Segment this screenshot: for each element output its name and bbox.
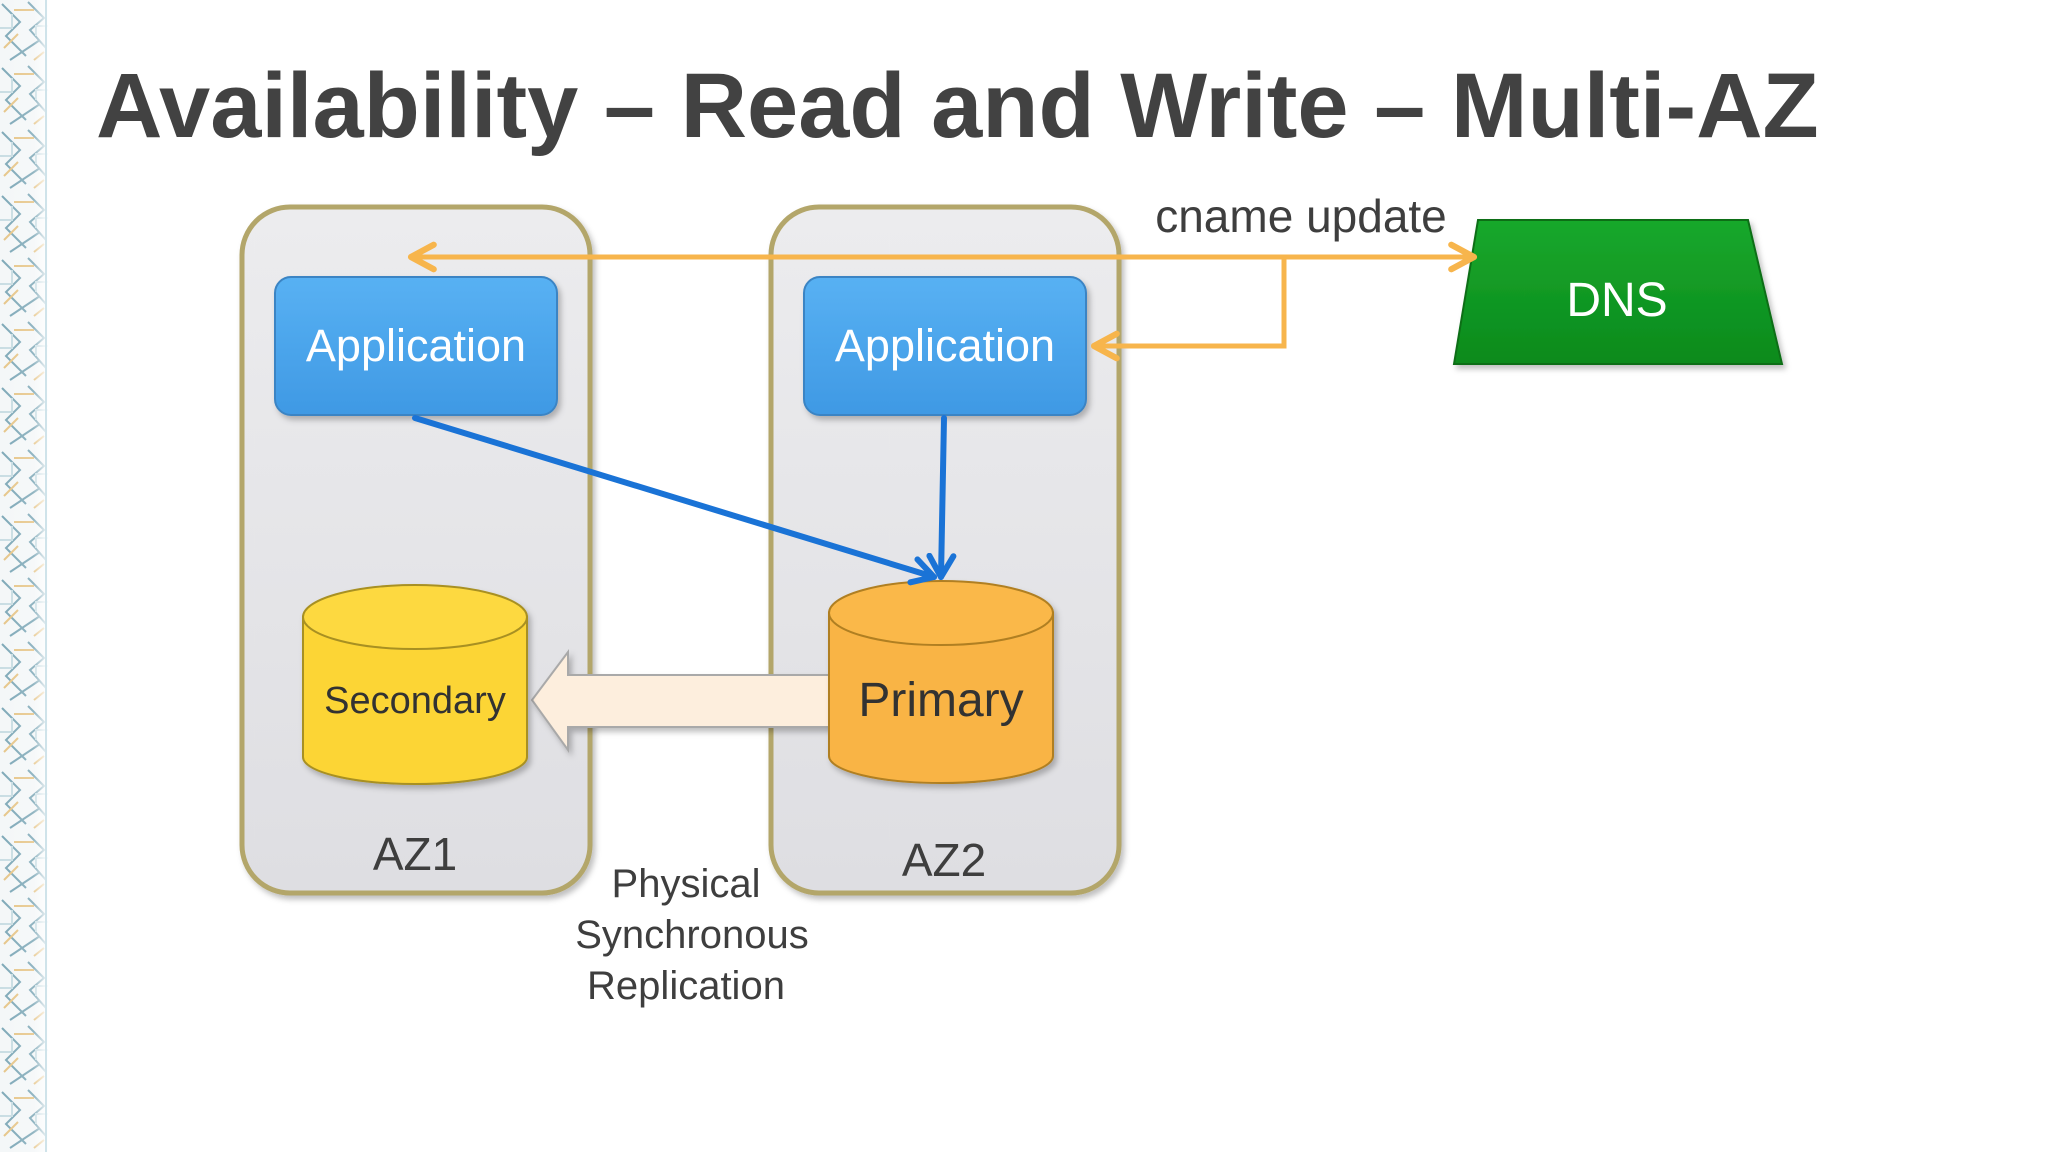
replication-arrow [530, 649, 831, 754]
write-arrow-az1-to-primary [412, 415, 937, 586]
secondary-database: Secondary [302, 584, 528, 785]
secondary-database-label: Secondary [324, 680, 506, 722]
cname-update-label: cname update [1155, 190, 1447, 242]
replication-label-line-3: Replication [587, 964, 785, 1008]
cname-update-arrows [407, 241, 1478, 362]
page-title: Availability – Read and Write – Multi-AZ [96, 55, 1819, 157]
application-node-az2: Application [803, 276, 1087, 416]
replication-label: Physical Synchronous Replication [575, 862, 808, 1008]
dns-node: DNS [1452, 219, 1784, 365]
write-arrow-az2-to-primary [926, 415, 957, 580]
zone-label-az2: AZ2 [902, 834, 986, 886]
replication-label-line-2: Synchronous [575, 913, 808, 957]
decorative-border-strip [0, 0, 48, 1152]
application-node-az1: Application [274, 276, 558, 416]
primary-database: Primary [828, 580, 1054, 784]
replication-label-line-1: Physical [612, 862, 761, 906]
application-label-az1: Application [306, 320, 526, 371]
primary-database-label: Primary [858, 674, 1023, 727]
cname-arrow-to-app-az2 [1090, 257, 1287, 362]
write-arrows [412, 415, 957, 586]
dns-label: DNS [1566, 274, 1667, 327]
zone-label-az1: AZ1 [373, 828, 457, 880]
application-label-az2: Application [835, 320, 1055, 371]
